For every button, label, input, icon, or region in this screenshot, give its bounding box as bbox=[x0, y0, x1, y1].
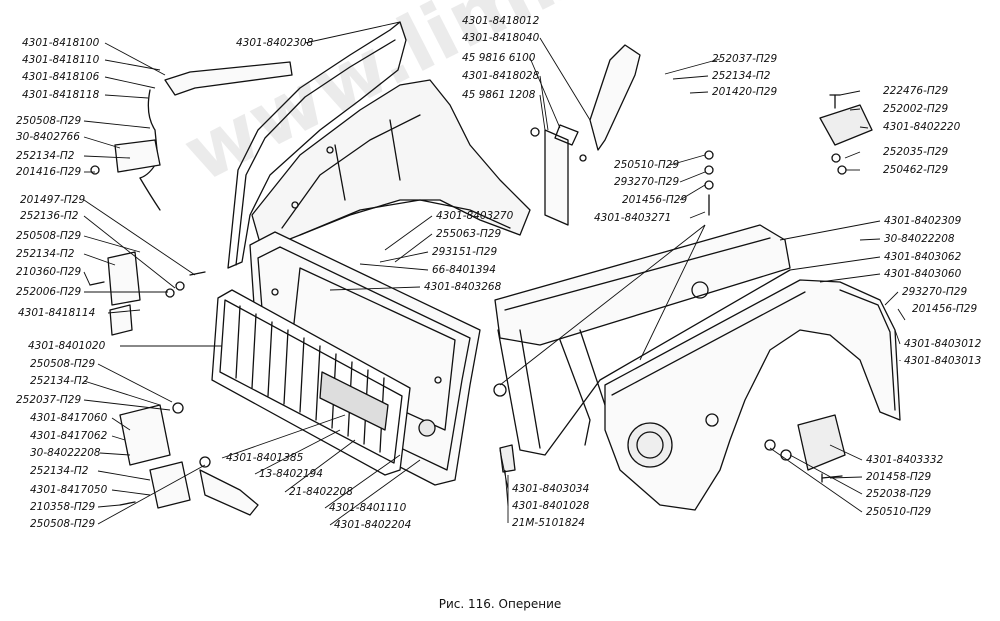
part-label: 250510-П29 bbox=[866, 506, 932, 518]
part-label: 210358-П29 bbox=[30, 501, 96, 513]
left-brackets-drawing bbox=[89, 251, 206, 336]
part-label: 4301-8402204 bbox=[334, 519, 412, 531]
part-label: 4301-8418110 bbox=[22, 54, 100, 66]
part-label: 252037-П29 bbox=[16, 394, 82, 406]
part-label: 293151-П29 bbox=[432, 246, 498, 258]
part-label: 201456-П29 bbox=[912, 303, 978, 315]
part-label: 4301-8401020 bbox=[28, 340, 106, 352]
part-label: 252038-П29 bbox=[866, 488, 932, 500]
part-label: 250510-П29 bbox=[614, 159, 680, 171]
part-label: 4301-8418118 bbox=[22, 89, 100, 101]
bracket-plate-drawing bbox=[819, 94, 873, 175]
part-label: 255063-П29 bbox=[436, 228, 502, 240]
hose-drawing bbox=[90, 61, 293, 211]
part-label: 4301-8403034 bbox=[512, 483, 590, 495]
part-label: 4301-8418106 bbox=[22, 71, 100, 83]
part-label: 4301-8417050 bbox=[30, 484, 108, 496]
part-label: 252037-П29 bbox=[712, 53, 778, 65]
part-label: 4301-8403060 bbox=[884, 268, 962, 280]
part-label: 4301-8401110 bbox=[329, 502, 407, 514]
part-label: 21М-5101824 bbox=[512, 517, 585, 529]
part-label: 252035-П29 bbox=[883, 146, 949, 158]
part-label: 30-84022208 bbox=[884, 233, 955, 245]
part-label: 250508-П29 bbox=[30, 518, 96, 530]
part-label: 4301-8403062 bbox=[884, 251, 962, 263]
part-label: 4301-8418114 bbox=[18, 307, 96, 319]
part-label: 21-8402208 bbox=[289, 486, 353, 498]
part-label: 30-8402766 bbox=[16, 131, 80, 143]
part-label: 45 9816 6100 bbox=[462, 52, 536, 64]
part-label: 4301-8402220 bbox=[883, 121, 961, 133]
part-label: 201420-П29 bbox=[712, 86, 778, 98]
part-label: 4301-8417060 bbox=[30, 412, 108, 424]
part-label: 13-8402194 bbox=[259, 468, 323, 480]
part-label: 4301-8401385 bbox=[226, 452, 304, 464]
latch-drawing bbox=[530, 44, 641, 226]
part-label: 45 9861 1208 bbox=[462, 89, 536, 101]
lamp-drawing bbox=[493, 150, 714, 473]
part-label: 222476-П29 bbox=[883, 85, 949, 97]
part-label: 252134-П2 bbox=[30, 375, 89, 387]
part-label: 201456-П29 bbox=[622, 194, 688, 206]
part-label: 4301-8418040 bbox=[462, 32, 540, 44]
part-label: 4301-8418100 bbox=[22, 37, 100, 49]
part-label: 250462-П29 bbox=[883, 164, 949, 176]
part-label: 293270-П29 bbox=[614, 176, 680, 188]
part-label: 4301-8402308 bbox=[236, 37, 314, 49]
part-label: 252002-П29 bbox=[883, 103, 949, 115]
part-label: 201458-П29 bbox=[866, 471, 932, 483]
fender-drawing bbox=[604, 279, 901, 511]
part-label: 201416-П29 bbox=[16, 166, 82, 178]
part-label: 293270-П29 bbox=[902, 286, 968, 298]
part-label: 4301-8403013 bbox=[904, 355, 982, 367]
part-label: 4301-8401028 bbox=[512, 500, 590, 512]
part-label: 250508-П29 bbox=[16, 115, 82, 127]
hinge-drawing bbox=[119, 402, 259, 516]
part-label: 252134-П2 bbox=[16, 248, 75, 260]
mount-plate-drawing bbox=[764, 414, 846, 483]
part-label: 252134-П2 bbox=[712, 70, 771, 82]
grille-drawing bbox=[211, 289, 411, 476]
hood-drawing bbox=[227, 21, 531, 269]
part-label: 4301-8402309 bbox=[884, 215, 962, 227]
part-label: 252006-П29 bbox=[16, 286, 82, 298]
part-label: 4301-8403271 bbox=[594, 212, 672, 224]
part-label: 252136-П2 bbox=[20, 210, 79, 222]
part-label: 250508-П29 bbox=[16, 230, 82, 242]
part-label: 210360-П29 bbox=[16, 266, 82, 278]
part-label: 4301-8417062 bbox=[30, 430, 108, 442]
part-label: 201497-П29 bbox=[20, 194, 86, 206]
cowl-panel-drawing bbox=[494, 224, 791, 456]
part-label: 4301-8403270 bbox=[436, 210, 514, 222]
part-label: 4301-8403012 bbox=[904, 338, 982, 350]
part-label: 4301-8403332 bbox=[866, 454, 944, 466]
part-label: 252134-П2 bbox=[16, 150, 75, 162]
part-label: 252134-П2 bbox=[30, 465, 89, 477]
leader-lines bbox=[83, 21, 906, 526]
part-label: 250508-П29 bbox=[30, 358, 96, 370]
part-label: 4301-8403268 bbox=[424, 281, 502, 293]
part-label: 30-84022208 bbox=[30, 447, 101, 459]
part-label: 66-8401394 bbox=[432, 264, 496, 276]
part-label: 4301-8418012 bbox=[462, 15, 540, 27]
figure-caption: Рис. 116. Оперение bbox=[438, 597, 562, 611]
part-label: 4301-8418028 bbox=[462, 70, 540, 82]
